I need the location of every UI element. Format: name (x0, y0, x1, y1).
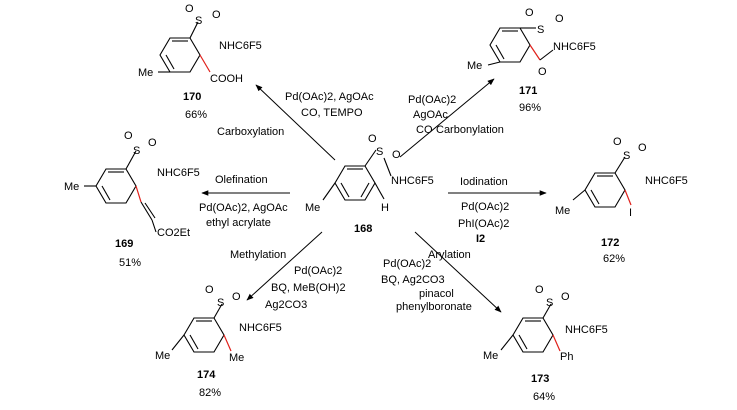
compound-number: 172 (601, 237, 619, 249)
methyl-label: Me (229, 352, 244, 364)
reagents: Pd(OAc)2 (408, 94, 456, 106)
sulfur-label: S (217, 297, 224, 309)
yield: 51% (119, 257, 141, 269)
methyl-label: Me (555, 205, 570, 217)
oxygen-label: O (368, 133, 377, 145)
sulfonamide-label: NHC6F5 (391, 175, 434, 187)
methyl-label: Me (64, 181, 79, 193)
reagents: Pd(OAc)2, AgOAc (199, 202, 288, 214)
compound-168: S O O NHC6F5 H Me 168 (305, 133, 434, 235)
reaction-name: Methylation (230, 249, 286, 261)
hydrogen-label: H (381, 202, 389, 214)
reaction-name: Carboxylation (217, 126, 284, 138)
oxygen-label: O (538, 66, 547, 78)
sulfur-label: S (376, 146, 383, 158)
oxygen-label: O (525, 7, 534, 19)
sulfonamide-label: NHC6F5 (239, 322, 282, 334)
iodine-label: I (629, 207, 632, 219)
yield: 82% (199, 387, 221, 399)
reaction-name: Olefination (215, 174, 268, 186)
arrow-to-170 (255, 84, 336, 161)
sulfonamide-label: NHC6F5 (645, 175, 688, 187)
reagents: CO (416, 124, 433, 136)
compound-number: 174 (197, 369, 216, 381)
compound-171: S O O NHC6F5 O Me 171 96% (467, 7, 596, 114)
reagents: Pd(OAc)2, AgOAc (285, 91, 374, 103)
reagents: Ag2CO3 (265, 299, 307, 311)
compound-172: S O O NHC6F5 I Me 172 62% (555, 136, 688, 265)
methyl-label: Me (155, 350, 170, 362)
reagents: Pd(OAc)2 (461, 201, 509, 213)
co2et-label: CO2Et (157, 227, 190, 239)
compound-number: 173 (531, 373, 549, 385)
reagents: phenylboronate (396, 301, 472, 313)
oxygen-label: O (232, 291, 241, 303)
oxygen-label: O (613, 136, 622, 148)
reagents: CO, TEMPO (301, 107, 363, 119)
reaction-name: Iodination (460, 176, 508, 188)
sulfur-label: S (195, 15, 202, 27)
arrow-to-171 (399, 78, 495, 158)
cooh-label: COOH (210, 73, 243, 85)
oxygen-label: O (638, 142, 647, 154)
oxygen-label: O (212, 9, 221, 21)
methyl-label: Me (305, 202, 320, 214)
reagents: BQ, MeB(OH)2 (271, 282, 346, 294)
yield: 64% (533, 391, 555, 403)
oxygen-label: O (185, 3, 194, 15)
oxygen-label: O (555, 13, 564, 25)
yield: 66% (185, 109, 207, 121)
compound-number: 169 (115, 238, 133, 250)
yield: 62% (603, 253, 625, 265)
oxygen-label: O (205, 284, 214, 296)
oxygen-label: O (392, 149, 401, 161)
compound-174: S O O NHC6F5 Me Me 174 82% (155, 284, 282, 399)
oxygen-label: O (561, 291, 570, 303)
oxygen-label: O (535, 284, 544, 296)
phenyl-label: Ph (560, 351, 573, 363)
sulfonamide-label: NHC6F5 (157, 167, 200, 179)
yield: 96% (519, 102, 541, 114)
reagents: Pd(OAc)2 (294, 265, 342, 277)
oxygen-label: O (124, 130, 133, 142)
reagents: BQ, Ag2CO3 (381, 274, 445, 286)
compound-number: 171 (519, 85, 537, 97)
reagents: PhI(OAc)2 (458, 218, 509, 230)
methyl-label: Me (467, 60, 482, 72)
methyl-label: Me (138, 67, 153, 79)
sulfonamide-label: NHC6F5 (565, 324, 608, 336)
sulfur-label: S (623, 150, 630, 162)
compound-169: S O O NHC6F5 CO2Et Me 169 51% (64, 130, 200, 269)
sulfur-label: S (546, 297, 553, 309)
arrow-to-174 (246, 231, 323, 301)
compound-173: S O O NHC6F5 Ph Me 173 64% (483, 284, 608, 403)
arrow-to-173 (414, 231, 502, 313)
methyl-label: Me (483, 350, 498, 362)
compound-number: 168 (354, 223, 372, 235)
reagents: I2 (476, 233, 485, 245)
sulfur-label: S (133, 145, 140, 157)
oxygen-label: O (148, 137, 157, 149)
reagents: pinacol (419, 288, 454, 300)
sulfonamide-label: NHC6F5 (219, 40, 262, 52)
reagents: AgOAc (413, 109, 448, 121)
compound-170: S O O NHC6F5 COOH Me 170 66% (138, 3, 262, 121)
compound-number: 170 (183, 91, 201, 103)
nc6f5-label: NHC6F5 (553, 41, 596, 53)
reaction-name: Arylation (428, 249, 471, 261)
reagents: Pd(OAc)2 (383, 258, 431, 270)
reagents: ethyl acrylate (206, 217, 271, 229)
sulfur-label: S (537, 24, 544, 36)
reaction-name: Carbonylation (436, 124, 504, 136)
